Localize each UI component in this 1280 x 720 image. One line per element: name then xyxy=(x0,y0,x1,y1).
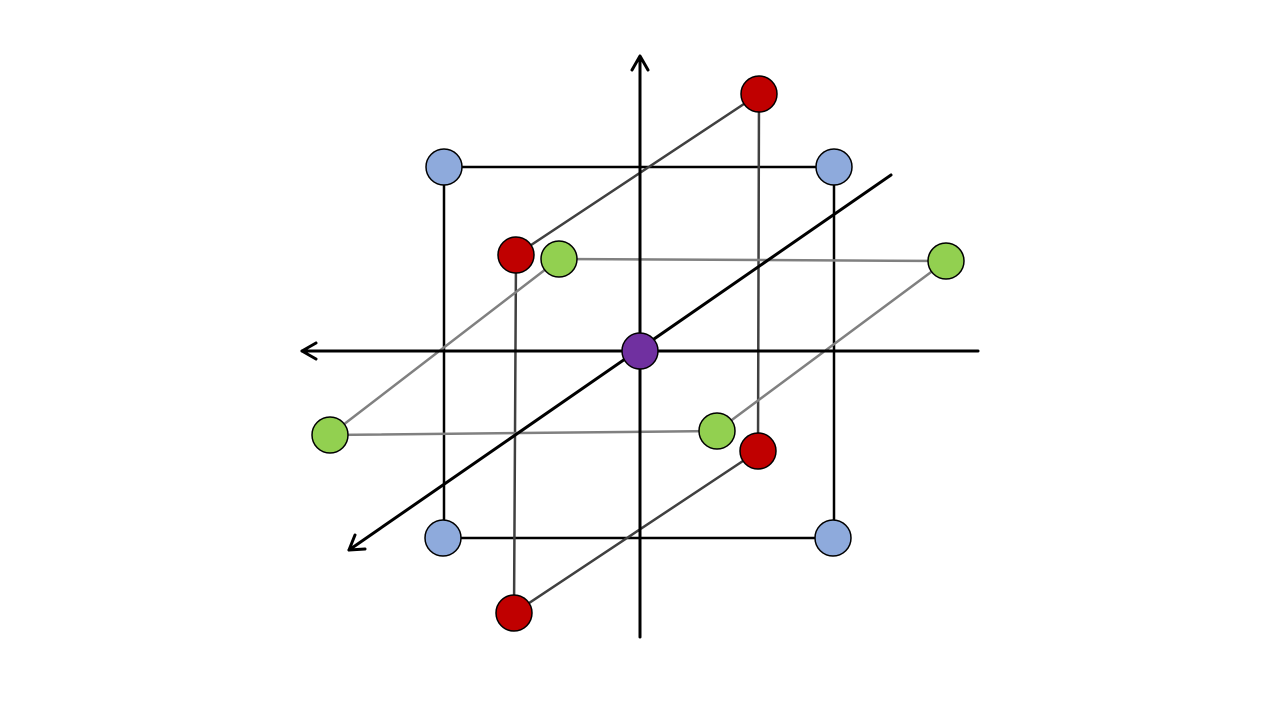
green-node-back-right xyxy=(927,242,965,280)
green-node-front-right xyxy=(698,412,736,450)
red-node-bottom-back xyxy=(739,432,777,470)
blue-node-bottom-left xyxy=(424,519,462,557)
nodes xyxy=(311,75,965,632)
red-node-bottom-front xyxy=(495,594,533,632)
green-node-back-left xyxy=(540,240,578,278)
red-node-top-front xyxy=(497,236,535,274)
horizontal-axis-arrow-icon xyxy=(300,341,318,361)
blue-node-top-right xyxy=(815,148,853,186)
depth-axis-arrow-icon xyxy=(347,533,367,552)
vertical-axis-arrow-icon xyxy=(630,54,650,72)
blue-node-top-left xyxy=(425,148,463,186)
green-node-front-left xyxy=(311,416,349,454)
red-node-top-back xyxy=(740,75,778,113)
center-node xyxy=(621,332,659,370)
depth-axis xyxy=(347,173,893,552)
blue-node-bottom-right xyxy=(814,519,852,557)
